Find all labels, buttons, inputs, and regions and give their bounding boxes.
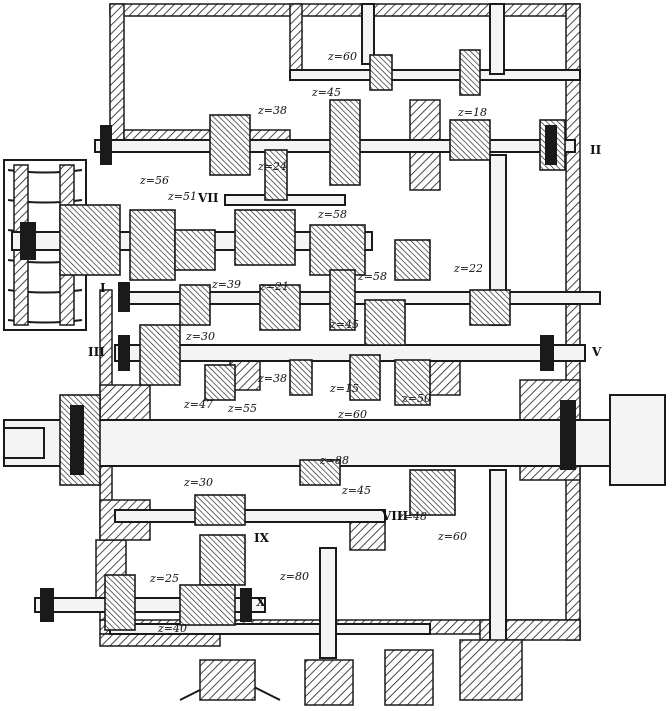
bearings xyxy=(20,125,576,622)
gear-labels: z=60 z=45 z=38 z=24 z=18 z=56 z=51 z=58 … xyxy=(139,50,487,635)
gear-label: z=40 xyxy=(157,622,187,635)
gear-label: z=56 xyxy=(139,174,169,187)
shaft-label: VIII xyxy=(381,509,409,523)
gear-label: z=58 xyxy=(357,270,387,283)
control-knobs xyxy=(179,639,523,706)
gear-label: z=58 xyxy=(317,208,347,221)
gear-label: z=60 xyxy=(337,408,367,421)
gear-label: z=39 xyxy=(211,278,241,291)
gear-label: z=60 xyxy=(437,530,467,543)
gear-label: z=45 xyxy=(341,484,371,497)
gear-label: z=24 xyxy=(257,160,287,173)
shaft-label: IX xyxy=(254,531,270,545)
gear-label: z=15 xyxy=(329,382,359,395)
gear-label: z=38 xyxy=(257,372,287,385)
gear-label: z=80 xyxy=(279,570,309,583)
gear-label: z=30 xyxy=(185,330,215,343)
gear-label: z=50 xyxy=(401,392,431,405)
shaft-label: X xyxy=(256,595,266,609)
gear-label: z=60 xyxy=(327,50,357,63)
shaft-label: I xyxy=(100,281,106,295)
gear-label: z=48 xyxy=(397,510,427,523)
shaft-label: III xyxy=(88,345,105,359)
gear-label: z=30 xyxy=(183,476,213,489)
gear-label: z=47 xyxy=(183,398,213,411)
shaft-label: VII xyxy=(197,191,219,205)
gear-label: z=55 xyxy=(227,402,257,415)
gears xyxy=(59,49,566,631)
gear-label: z=45 xyxy=(329,318,359,331)
gear-label: z=25 xyxy=(149,572,179,585)
gear-label: z=88 xyxy=(319,454,349,467)
gear-label: z=18 xyxy=(457,106,487,119)
gear-label: z=21 xyxy=(259,280,289,293)
gear-label: z=38 xyxy=(257,104,287,117)
shaft-label: II xyxy=(590,143,602,157)
shaft-label: V xyxy=(591,345,602,359)
gear-label: z=51 xyxy=(167,190,197,203)
gear-label: z=22 xyxy=(453,262,483,275)
gear-label: z=45 xyxy=(311,86,341,99)
shaft-labels: II VII I III V VIII IX X xyxy=(88,143,602,609)
